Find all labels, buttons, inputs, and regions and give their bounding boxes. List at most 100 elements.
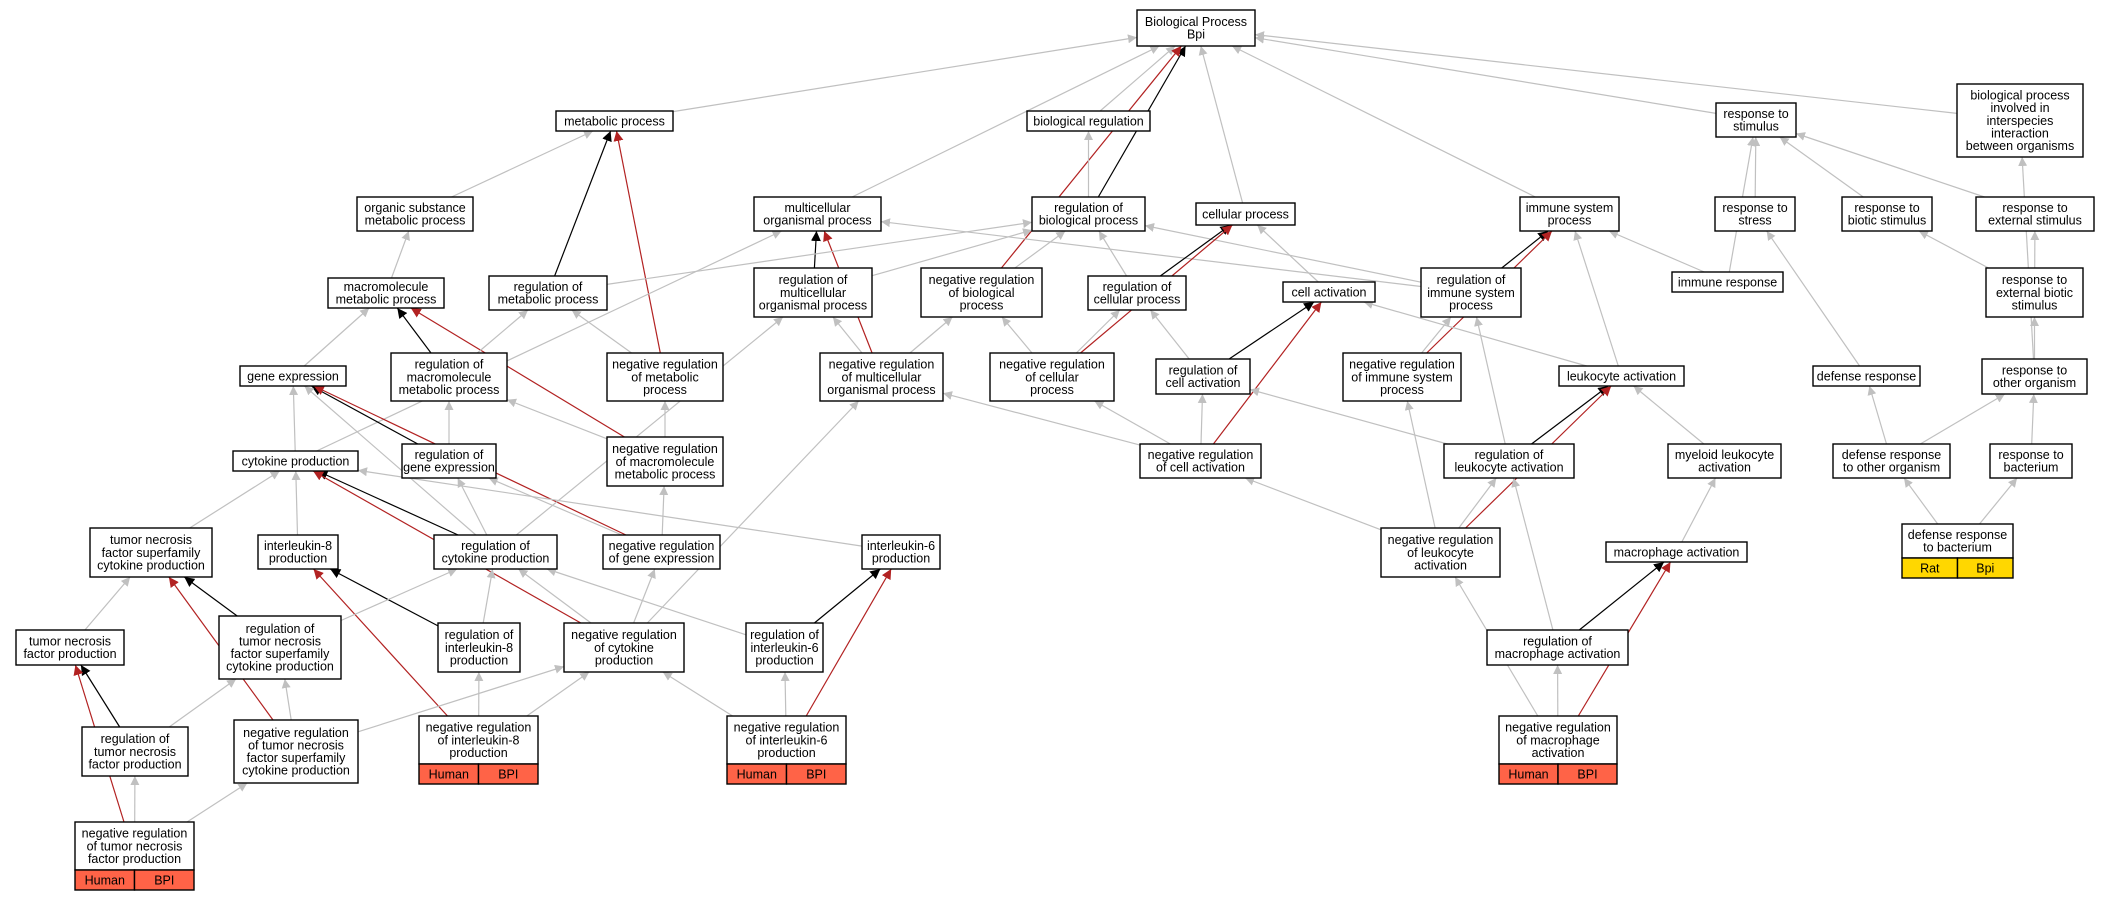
go-term-label-line: gene expression [403, 461, 495, 475]
edge-regulates [1201, 394, 1203, 444]
go-term-node-cellular[interactable]: cellular process [1196, 203, 1295, 225]
annotation-gene-label: BPI [498, 767, 518, 781]
go-term-label-line: organismal process [827, 383, 935, 397]
go-term-label-line: biological process [1039, 214, 1138, 228]
go-term-label-line: cellular process [1094, 293, 1181, 307]
go-term-label-line: process [1030, 383, 1074, 397]
go-term-label-line: cytokine production [226, 660, 334, 674]
go-term-node-immune-resp[interactable]: immune response [1672, 272, 1783, 292]
go-term-label-line: metabolic process [564, 114, 665, 128]
edge-regulates [2022, 157, 2033, 359]
go-term-label-line: gene expression [247, 369, 339, 383]
go-term-label-line: cytokine production [442, 552, 550, 566]
go-term-node-defense-resp[interactable]: defense response [1813, 366, 1920, 386]
edge-positive [397, 308, 431, 353]
go-term-label-line: process [1380, 383, 1424, 397]
go-term-label-line: production [595, 653, 653, 667]
edge-regulates [293, 386, 295, 451]
edge-regulates [483, 569, 492, 623]
edge-regulates [1015, 231, 1065, 268]
edge-regulates [910, 317, 953, 353]
edge-regulates [663, 672, 733, 716]
edge-regulates [1099, 231, 1127, 276]
go-term-node-cytokine-prod[interactable]: cytokine production [233, 451, 358, 471]
edge-regulates [1257, 225, 1318, 282]
edge-regulates [1513, 478, 1553, 630]
edge-regulates [1145, 226, 1421, 283]
edge-regulates [1094, 401, 1170, 444]
go-term-label-line: metabolic process [498, 293, 599, 307]
go-term-label-line: production [872, 552, 930, 566]
edge-regulates [169, 679, 236, 727]
go-term-node-bioreg[interactable]: biological regulation [1027, 111, 1150, 131]
go-term-label-line: cytokine production [97, 558, 205, 572]
edge-regulates [1477, 317, 1506, 444]
go-term-label-line: production [757, 746, 815, 760]
go-term-node-cell-activation[interactable]: cell activation [1283, 282, 1375, 302]
go-term-node-metabolic[interactable]: metabolic process [556, 111, 673, 131]
go-term-label-line: cytokine production [242, 454, 350, 468]
go-term-node-gene-expr[interactable]: gene expression [240, 366, 346, 386]
go-term-node-macrophage-act[interactable]: macrophage activation [1606, 542, 1747, 562]
go-term-label-line: organismal process [759, 298, 867, 312]
edge-positive [81, 665, 120, 727]
go-term-label-line: organismal process [763, 214, 871, 228]
edge-positive [1532, 386, 1609, 444]
annotation-species-label: Human [1508, 767, 1548, 781]
go-term-label-line: process [1548, 214, 1592, 228]
go-term-node-leuk-act[interactable]: leukocyte activation [1559, 366, 1684, 386]
